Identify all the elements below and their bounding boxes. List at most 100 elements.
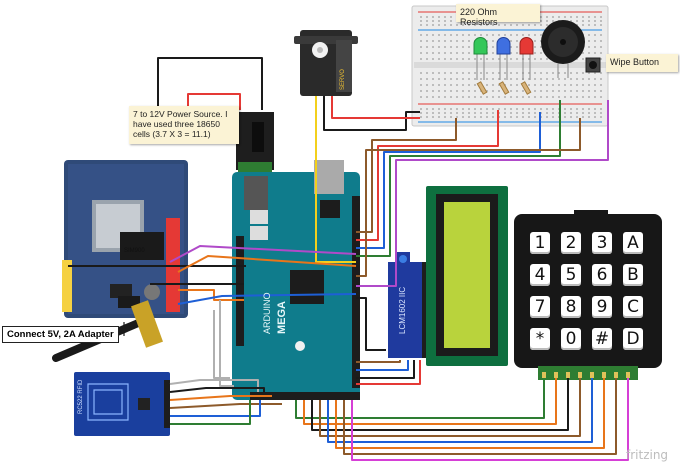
breadboard-hole: [486, 108, 488, 110]
breadboard-hole: [498, 84, 500, 86]
breadboard-hole: [588, 112, 590, 114]
breadboard-hole: [498, 72, 500, 74]
breadboard-hole: [462, 58, 464, 60]
breadboard-hole: [564, 16, 566, 18]
breadboard-hole: [420, 20, 422, 22]
keypad-key[interactable]: *: [530, 328, 550, 350]
breadboard-hole: [594, 116, 596, 118]
keypad-pin: [614, 372, 618, 378]
keypad-key[interactable]: 6: [592, 264, 612, 286]
breadboard-hole: [582, 52, 584, 54]
breadboard-hole: [450, 84, 452, 86]
breadboard-hole: [468, 116, 470, 118]
breadboard-hole: [420, 116, 422, 118]
breadboard-hole: [588, 78, 590, 80]
breadboard-hole: [558, 72, 560, 74]
breadboard-hole: [516, 52, 518, 54]
breadboard-hole: [522, 108, 524, 110]
breadboard-hole: [438, 58, 440, 60]
breadboard-hole: [504, 34, 506, 36]
breadboard-hole: [450, 108, 452, 110]
breadboard-hole: [492, 34, 494, 36]
breadboard-hole: [552, 112, 554, 114]
breadboard-hole: [426, 16, 428, 18]
keypad-key[interactable]: D: [623, 328, 643, 350]
keypad-key[interactable]: 3: [592, 232, 612, 254]
keypad-key[interactable]: 2: [561, 232, 581, 254]
keypad-key[interactable]: 5: [561, 264, 581, 286]
breadboard-hole: [486, 34, 488, 36]
breadboard-hole: [588, 90, 590, 92]
breadboard-hole: [600, 84, 602, 86]
keypad-key[interactable]: 1: [530, 232, 550, 254]
breadboard-hole: [426, 116, 428, 118]
breadboard-hole: [504, 108, 506, 110]
breadboard-hole: [432, 52, 434, 54]
breadboard-hole: [468, 24, 470, 26]
breadboard-hole: [546, 108, 548, 110]
keypad-key[interactable]: 4: [530, 264, 550, 286]
breadboard-hole: [480, 58, 482, 60]
breadboard-hole: [492, 52, 494, 54]
lcd-1602: [426, 186, 508, 366]
breadboard-hole: [516, 58, 518, 60]
breadboard-hole: [588, 72, 590, 74]
breadboard-hole: [516, 116, 518, 118]
breadboard-hole: [570, 116, 572, 118]
breadboard-hole: [456, 34, 458, 36]
breadboard-hole: [582, 108, 584, 110]
breadboard-hole: [426, 112, 428, 114]
keypad-key[interactable]: 7: [530, 296, 550, 318]
breadboard-hole: [540, 20, 542, 22]
breadboard-hole: [510, 108, 512, 110]
breadboard-hole: [594, 34, 596, 36]
breadboard-hole: [450, 78, 452, 80]
breadboard-hole: [462, 116, 464, 118]
breadboard-hole: [450, 40, 452, 42]
breadboard-hole: [432, 90, 434, 92]
breadboard-hole: [540, 46, 542, 48]
keypad-key[interactable]: A: [623, 232, 643, 254]
breadboard-hole: [444, 40, 446, 42]
breadboard-hole: [450, 72, 452, 74]
keypad-key[interactable]: #: [592, 328, 612, 350]
breadboard-hole: [468, 52, 470, 54]
breadboard-hole: [462, 90, 464, 92]
keypad-key[interactable]: B: [623, 264, 643, 286]
breadboard-hole: [468, 96, 470, 98]
breadboard-hole: [432, 84, 434, 86]
keypad-key[interactable]: C: [623, 296, 643, 318]
breadboard-hole: [528, 112, 530, 114]
breadboard-hole: [594, 78, 596, 80]
breadboard-hole: [468, 90, 470, 92]
breadboard-hole: [576, 20, 578, 22]
breadboard-hole: [600, 72, 602, 74]
breadboard-hole: [462, 84, 464, 86]
keypad-key[interactable]: 0: [561, 328, 581, 350]
keypad-key[interactable]: 9: [592, 296, 612, 318]
breadboard-hole: [468, 78, 470, 80]
wires: [55, 57, 629, 461]
breadboard-hole: [462, 112, 464, 114]
breadboard-hole: [570, 16, 572, 18]
breadboard-hole: [546, 116, 548, 118]
breadboard-hole: [474, 72, 476, 74]
breadboard-hole: [570, 84, 572, 86]
breadboard-hole: [510, 116, 512, 118]
keypad-pin: [578, 372, 582, 378]
breadboard-hole: [570, 96, 572, 98]
breadboard-hole: [450, 34, 452, 36]
breadboard-hole: [456, 24, 458, 26]
breadboard-hole: [540, 78, 542, 80]
keypad-key[interactable]: 8: [561, 296, 581, 318]
breadboard-hole: [456, 90, 458, 92]
breadboard-hole: [588, 24, 590, 26]
arduino-logo-label: ARDUINO: [262, 292, 272, 334]
breadboard-hole: [546, 24, 548, 26]
breadboard-hole: [504, 96, 506, 98]
breadboard-hole: [420, 58, 422, 60]
breadboard-hole: [444, 34, 446, 36]
breadboard-hole: [528, 116, 530, 118]
resistors: [476, 81, 532, 95]
breadboard-hole: [516, 108, 518, 110]
